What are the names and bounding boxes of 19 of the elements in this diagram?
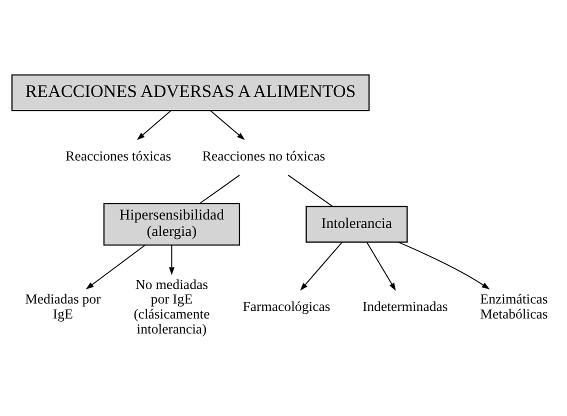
node-box: REACCIONES ADVERSAS A ALIMENTOS	[11, 74, 370, 112]
node-text: Enzimáticas Metabólicas	[480, 292, 548, 322]
arrow	[136, 110, 172, 140]
node-text: Reacciones tóxicas	[66, 148, 172, 164]
node-text: Indeterminadas	[362, 299, 448, 314]
node-box: Intolerancia	[306, 206, 408, 243]
node-text: Farmacológicas	[242, 299, 330, 314]
connector	[199, 174, 240, 204]
node-box: Hipersensibilidad (alergia)	[103, 202, 240, 246]
arrow	[86, 244, 146, 290]
connector	[288, 174, 333, 207]
node-text: Mediadas por IgE	[25, 292, 101, 322]
arrow	[398, 242, 490, 290]
node-text: Reacciones no tóxicas	[202, 148, 326, 164]
arrow	[366, 242, 396, 291]
arrow	[210, 110, 245, 140]
arrow	[168, 244, 174, 276]
arrow	[300, 242, 342, 291]
node-text: No mediadas por IgE (clásicamente intolerancia)	[134, 276, 210, 336]
